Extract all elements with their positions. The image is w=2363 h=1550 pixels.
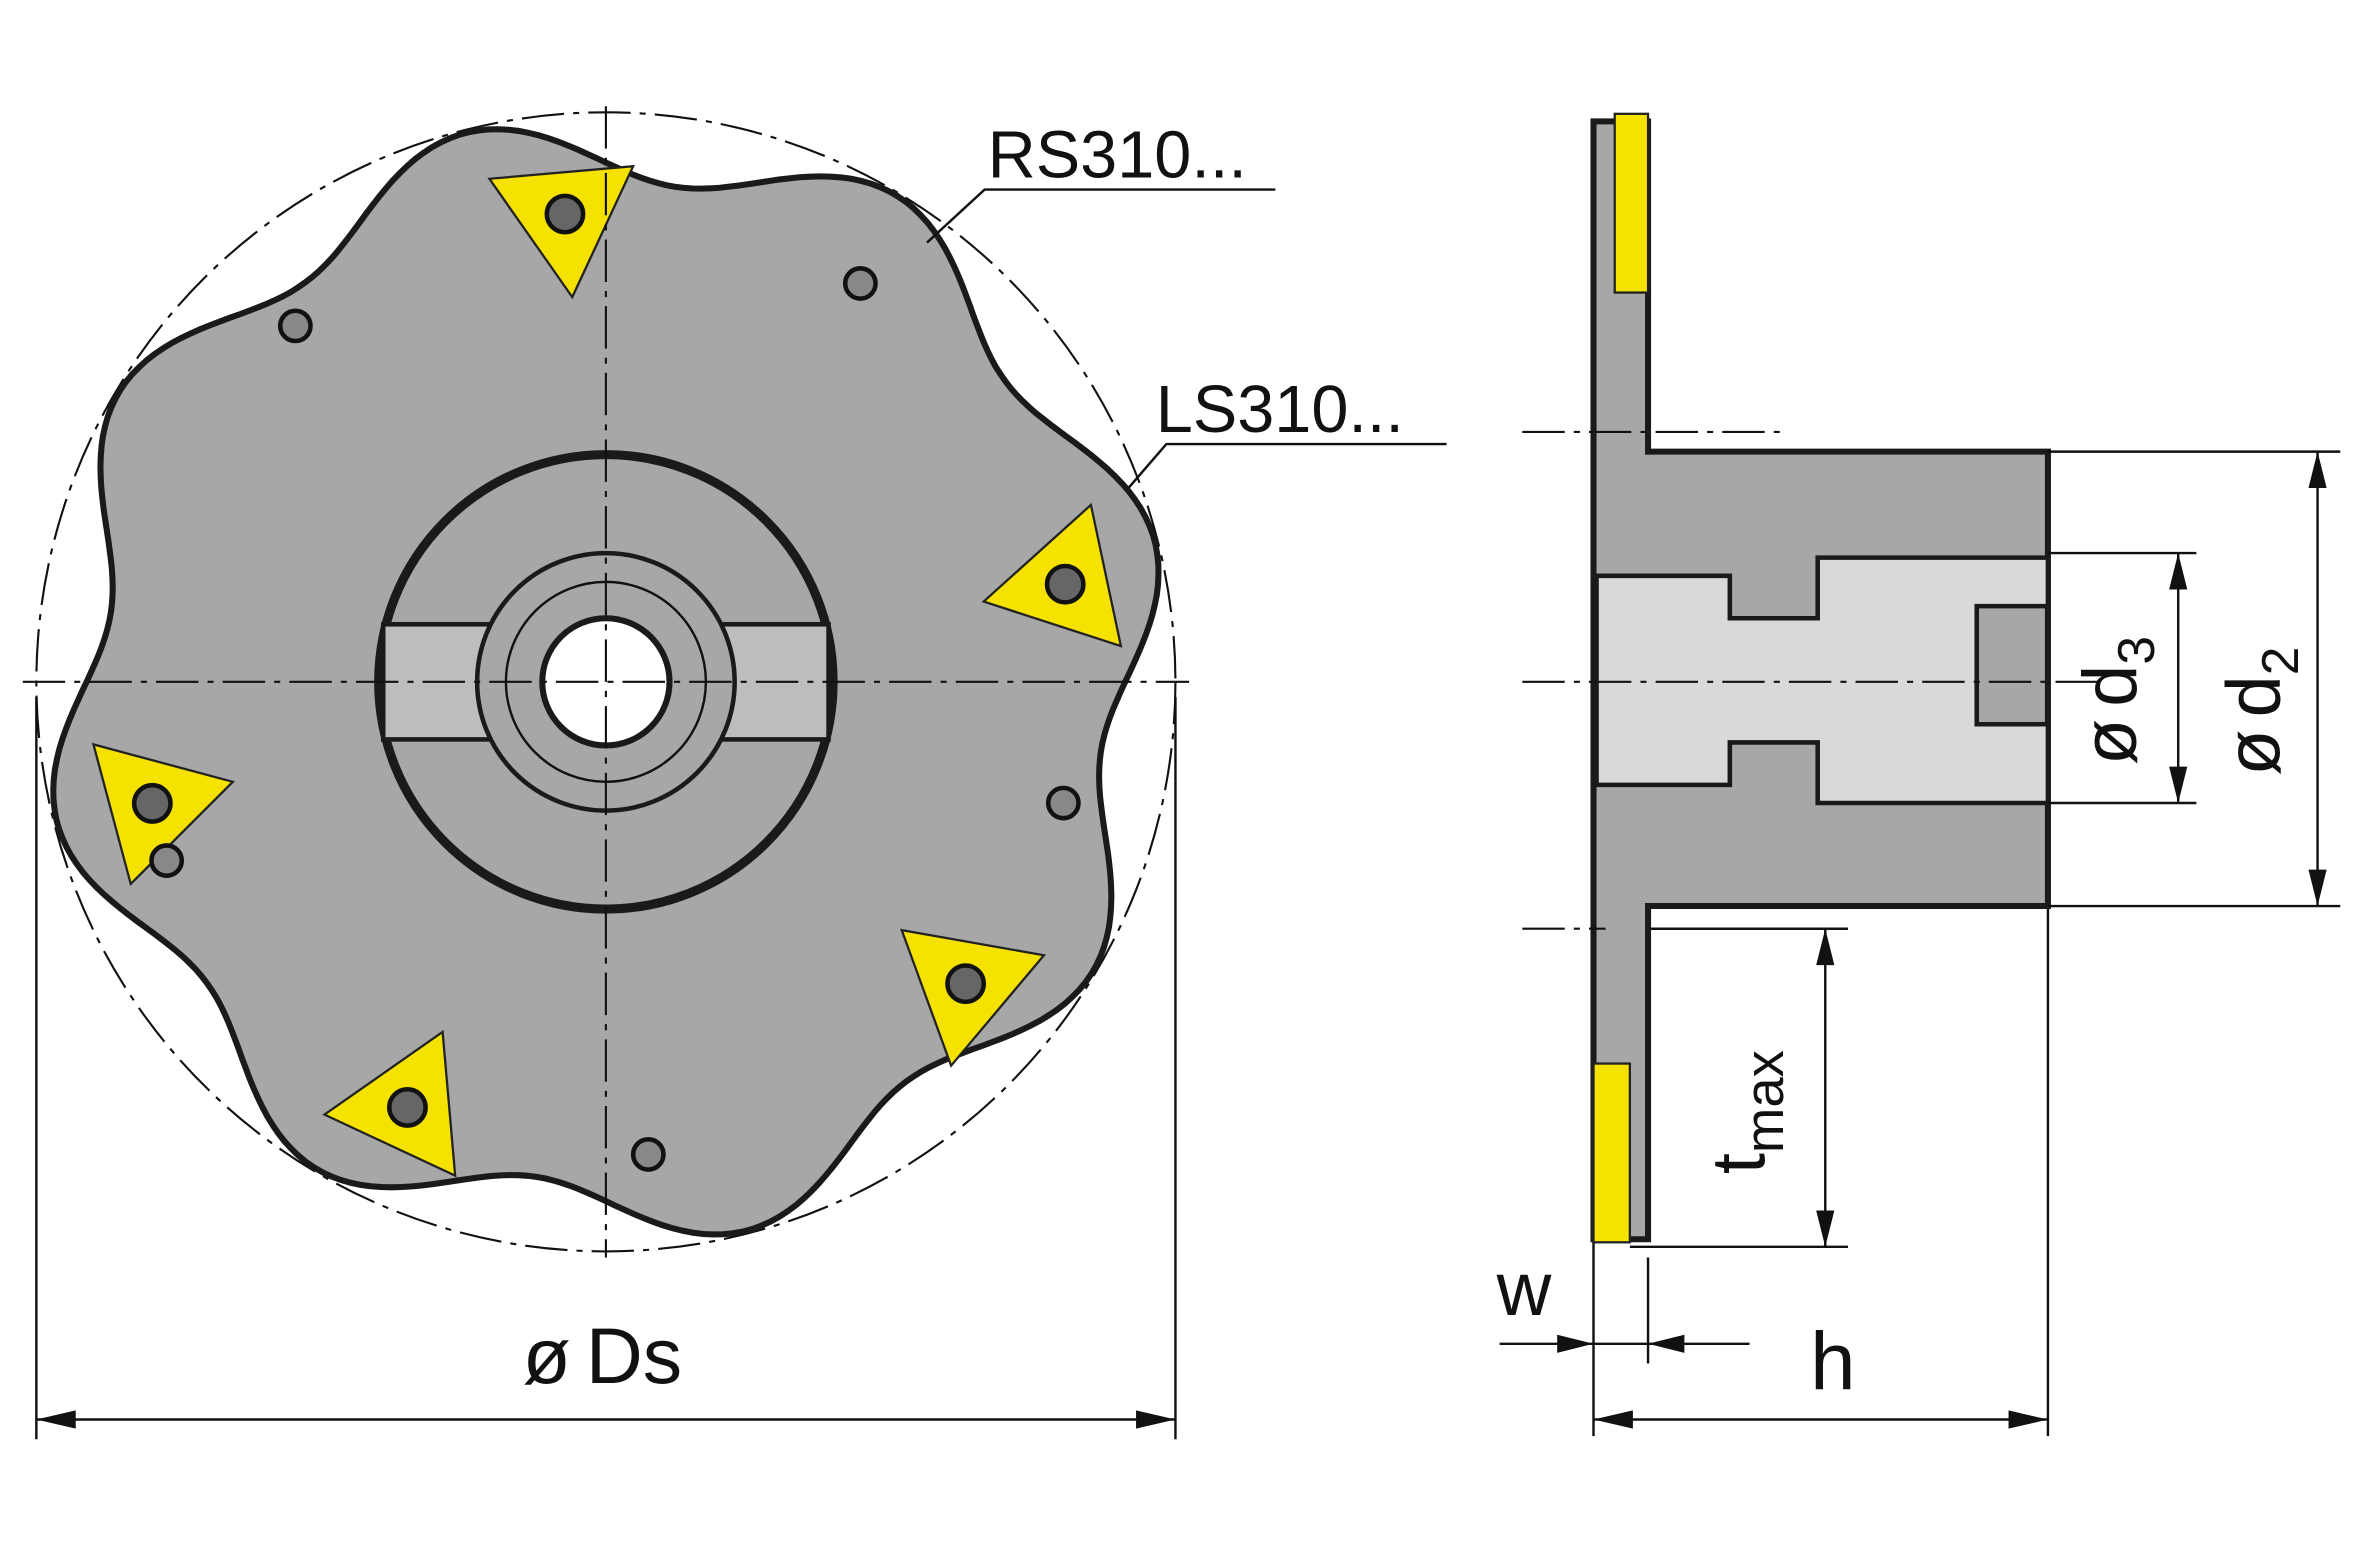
insert-3: [91, 742, 236, 887]
d3-label: ød3: [2068, 636, 2165, 765]
bottom-insert: [1592, 1062, 1632, 1244]
insert-screw: [1044, 563, 1086, 605]
insert-screw: [386, 1086, 428, 1128]
side-view: ød3 ød2 tmax w h: [1496, 112, 2341, 1437]
insert-1: [487, 164, 636, 300]
tmax-arrows: [1816, 928, 1835, 1247]
front-screws: [149, 266, 1081, 1172]
body-screw: [1045, 785, 1081, 821]
insert-2: [981, 502, 1123, 648]
w-arrows: [1557, 1334, 1685, 1353]
tmax-label: tmax: [1697, 1050, 1795, 1174]
body-screw: [630, 1137, 666, 1172]
insert-screw: [945, 963, 987, 1005]
d2-label: ød2: [2212, 647, 2309, 776]
body-screw: [149, 843, 185, 879]
insert-screw: [544, 193, 586, 235]
ls-insert-label: LS310...: [1156, 373, 1404, 447]
top-insert: [1613, 112, 1650, 294]
rs-insert-label: RS310...: [988, 118, 1247, 192]
w-label: w: [1496, 1247, 1552, 1332]
rs-leader-line: [926, 188, 1276, 244]
front-inserts: [91, 164, 1123, 1178]
body-screw: [277, 308, 313, 344]
h-label: h: [1810, 1316, 1855, 1407]
side-bore: [1594, 555, 2051, 806]
insert-4: [322, 1029, 457, 1178]
insert-screw: [131, 782, 173, 824]
body-screw: [842, 266, 878, 301]
ls-leader-line: [1127, 442, 1447, 489]
insert-5: [899, 928, 1047, 1068]
